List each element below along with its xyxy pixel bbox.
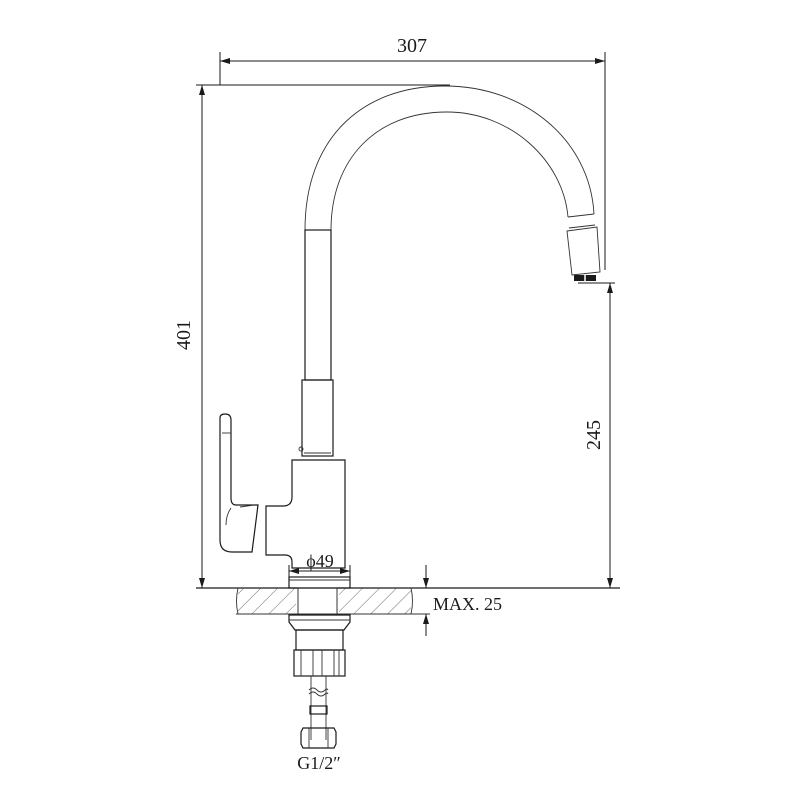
faucet-base-flange: ϕ49 <box>288 551 351 589</box>
thread-size-label: G1/2″ <box>297 753 341 773</box>
flex-hose <box>300 676 337 749</box>
dimension-spout-height: 245 <box>578 282 615 588</box>
thickness-label: MAX. 25 <box>433 594 502 614</box>
reach-label: 307 <box>397 35 427 57</box>
height-label: 401 <box>173 320 195 350</box>
dimension-counter-thickness: MAX. 25 <box>423 565 502 636</box>
faucet-riser <box>298 229 334 457</box>
dimension-overall-reach: 307 <box>219 35 606 270</box>
countertop-section <box>236 587 430 615</box>
faucet-spout <box>304 85 601 281</box>
base-diameter-label: ϕ49 <box>306 551 333 571</box>
dimension-overall-height: 401 <box>173 84 450 588</box>
faucet-handle <box>219 413 259 553</box>
spout-height-label: 245 <box>583 420 605 450</box>
faucet-body <box>265 459 346 569</box>
mounting-hardware <box>288 587 351 677</box>
